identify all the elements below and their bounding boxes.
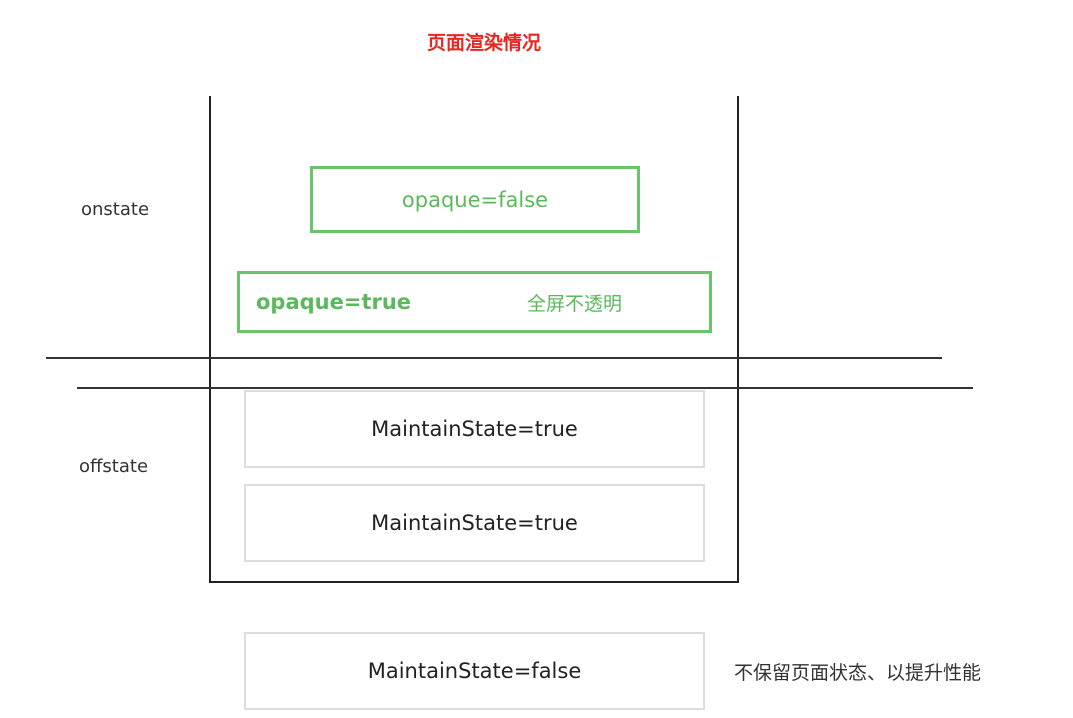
stack-left-border	[209, 96, 211, 583]
onstate-label: onstate	[81, 199, 150, 220]
offstage-box-1: MaintainState=true	[244, 390, 705, 468]
onstate-divider-line	[46, 357, 942, 359]
offstate-label: offstate	[79, 456, 149, 477]
stack-right-border	[737, 96, 739, 583]
opaque-true-box: opaque=true 全屏不透明	[237, 271, 712, 333]
maintain-false-label: MaintainState=false	[367, 659, 582, 683]
stack-bottom-border	[209, 581, 739, 583]
diagram-title: 页面渲染情况	[426, 32, 541, 54]
opaque-true-note: 全屏不透明	[527, 292, 623, 315]
maintain-false-note: 不保留页面状态、以提升性能	[734, 662, 982, 684]
offstage-box-2-label: MaintainState=true	[371, 511, 578, 535]
maintain-false-box: MaintainState=false	[244, 632, 705, 710]
offstage-box-2: MaintainState=true	[244, 484, 705, 562]
opaque-false-box: opaque=false	[310, 166, 640, 233]
opaque-true-label: opaque=true	[256, 290, 412, 314]
opaque-false-label: opaque=false	[401, 187, 549, 212]
offstage-box-1-label: MaintainState=true	[371, 417, 578, 441]
offstate-divider-line	[77, 387, 973, 389]
